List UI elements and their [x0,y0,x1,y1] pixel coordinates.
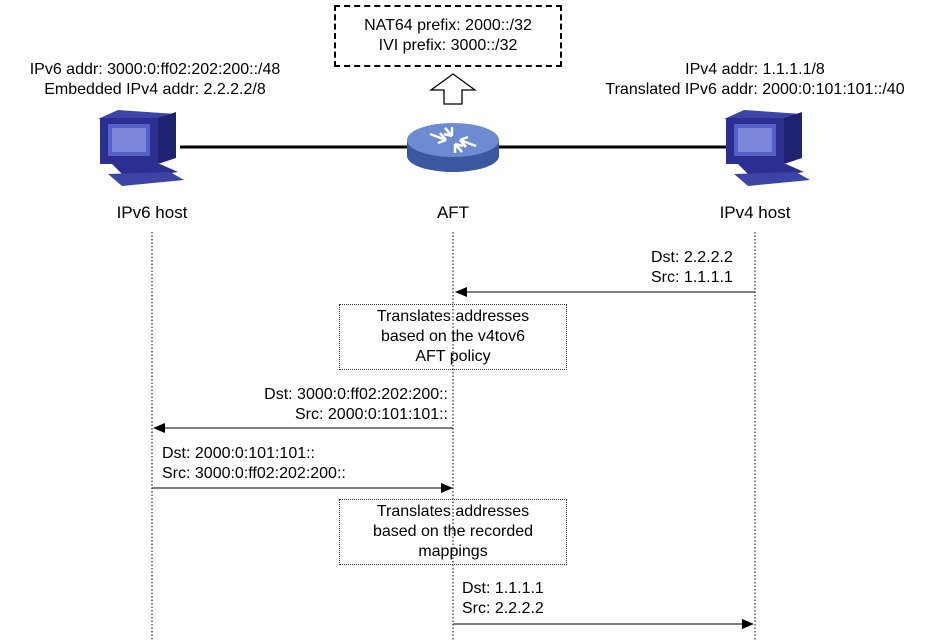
message-arrow-4 [453,619,754,629]
message-arrow-2 [153,423,453,433]
ipv6-host-addr: IPv6 addr: 3000:0:ff02:202:200::/48 [29,61,281,78]
note-2-line-2: based on the recorded [372,523,534,540]
router-icon [407,123,499,172]
nat64-prefix: NAT64 prefix: 2000::/32 [364,17,532,34]
note-v4tov6-policy: Translates addresses based on the v4tov6… [339,304,567,370]
message-2-dst: Dst: 3000:0:ff02:202:200:: [264,386,448,403]
message-4-dst: Dst: 1.1.1.1 [462,580,544,597]
ipv6-host-label: IPv6 host [116,203,188,222]
up-arrow-icon [429,73,477,105]
ipv6-computer-icon [98,110,184,186]
message-3-src: Src: 3000:0:ff02:202:200:: [162,465,346,482]
note-2-line-1: Translates addresses [376,503,530,520]
message-3-dst: Dst: 2000:0:101:101:: [162,445,315,462]
note-2-line-3: mappings [418,543,488,560]
ipv4-host-translated: Translated IPv6 addr: 2000:0:101:101::/4… [605,81,905,98]
ipv4-host-addr: IPv4 addr: 1.1.1.1/8 [685,61,825,78]
ipv6-host-embedded: Embedded IPv4 addr: 2.2.2.2/8 [44,81,266,98]
message-arrow-3 [152,483,453,493]
message-4-src: Src: 2.2.2.2 [462,600,544,617]
note-1-line-3: AFT policy [415,348,491,365]
note-1-line-2: based on the v4tov6 [380,328,526,345]
message-1-dst: Dst: 2.2.2.2 [651,249,733,266]
ivi-prefix: IVI prefix: 3000::/32 [378,37,518,54]
prefix-box: NAT64 prefix: 2000::/32 IVI prefix: 3000… [334,5,562,67]
message-arrow-1 [455,287,755,297]
note-1-line-1: Translates addresses [376,308,530,325]
message-1-src: Src: 1.1.1.1 [651,269,733,286]
aft-label: AFT [436,203,470,222]
ipv4-host-label: IPv4 host [719,203,791,222]
note-recorded-mappings: Translates addresses based on the record… [339,499,567,565]
message-2-src: Src: 2000:0:101:101:: [295,406,448,423]
ipv4-computer-icon [724,110,810,186]
